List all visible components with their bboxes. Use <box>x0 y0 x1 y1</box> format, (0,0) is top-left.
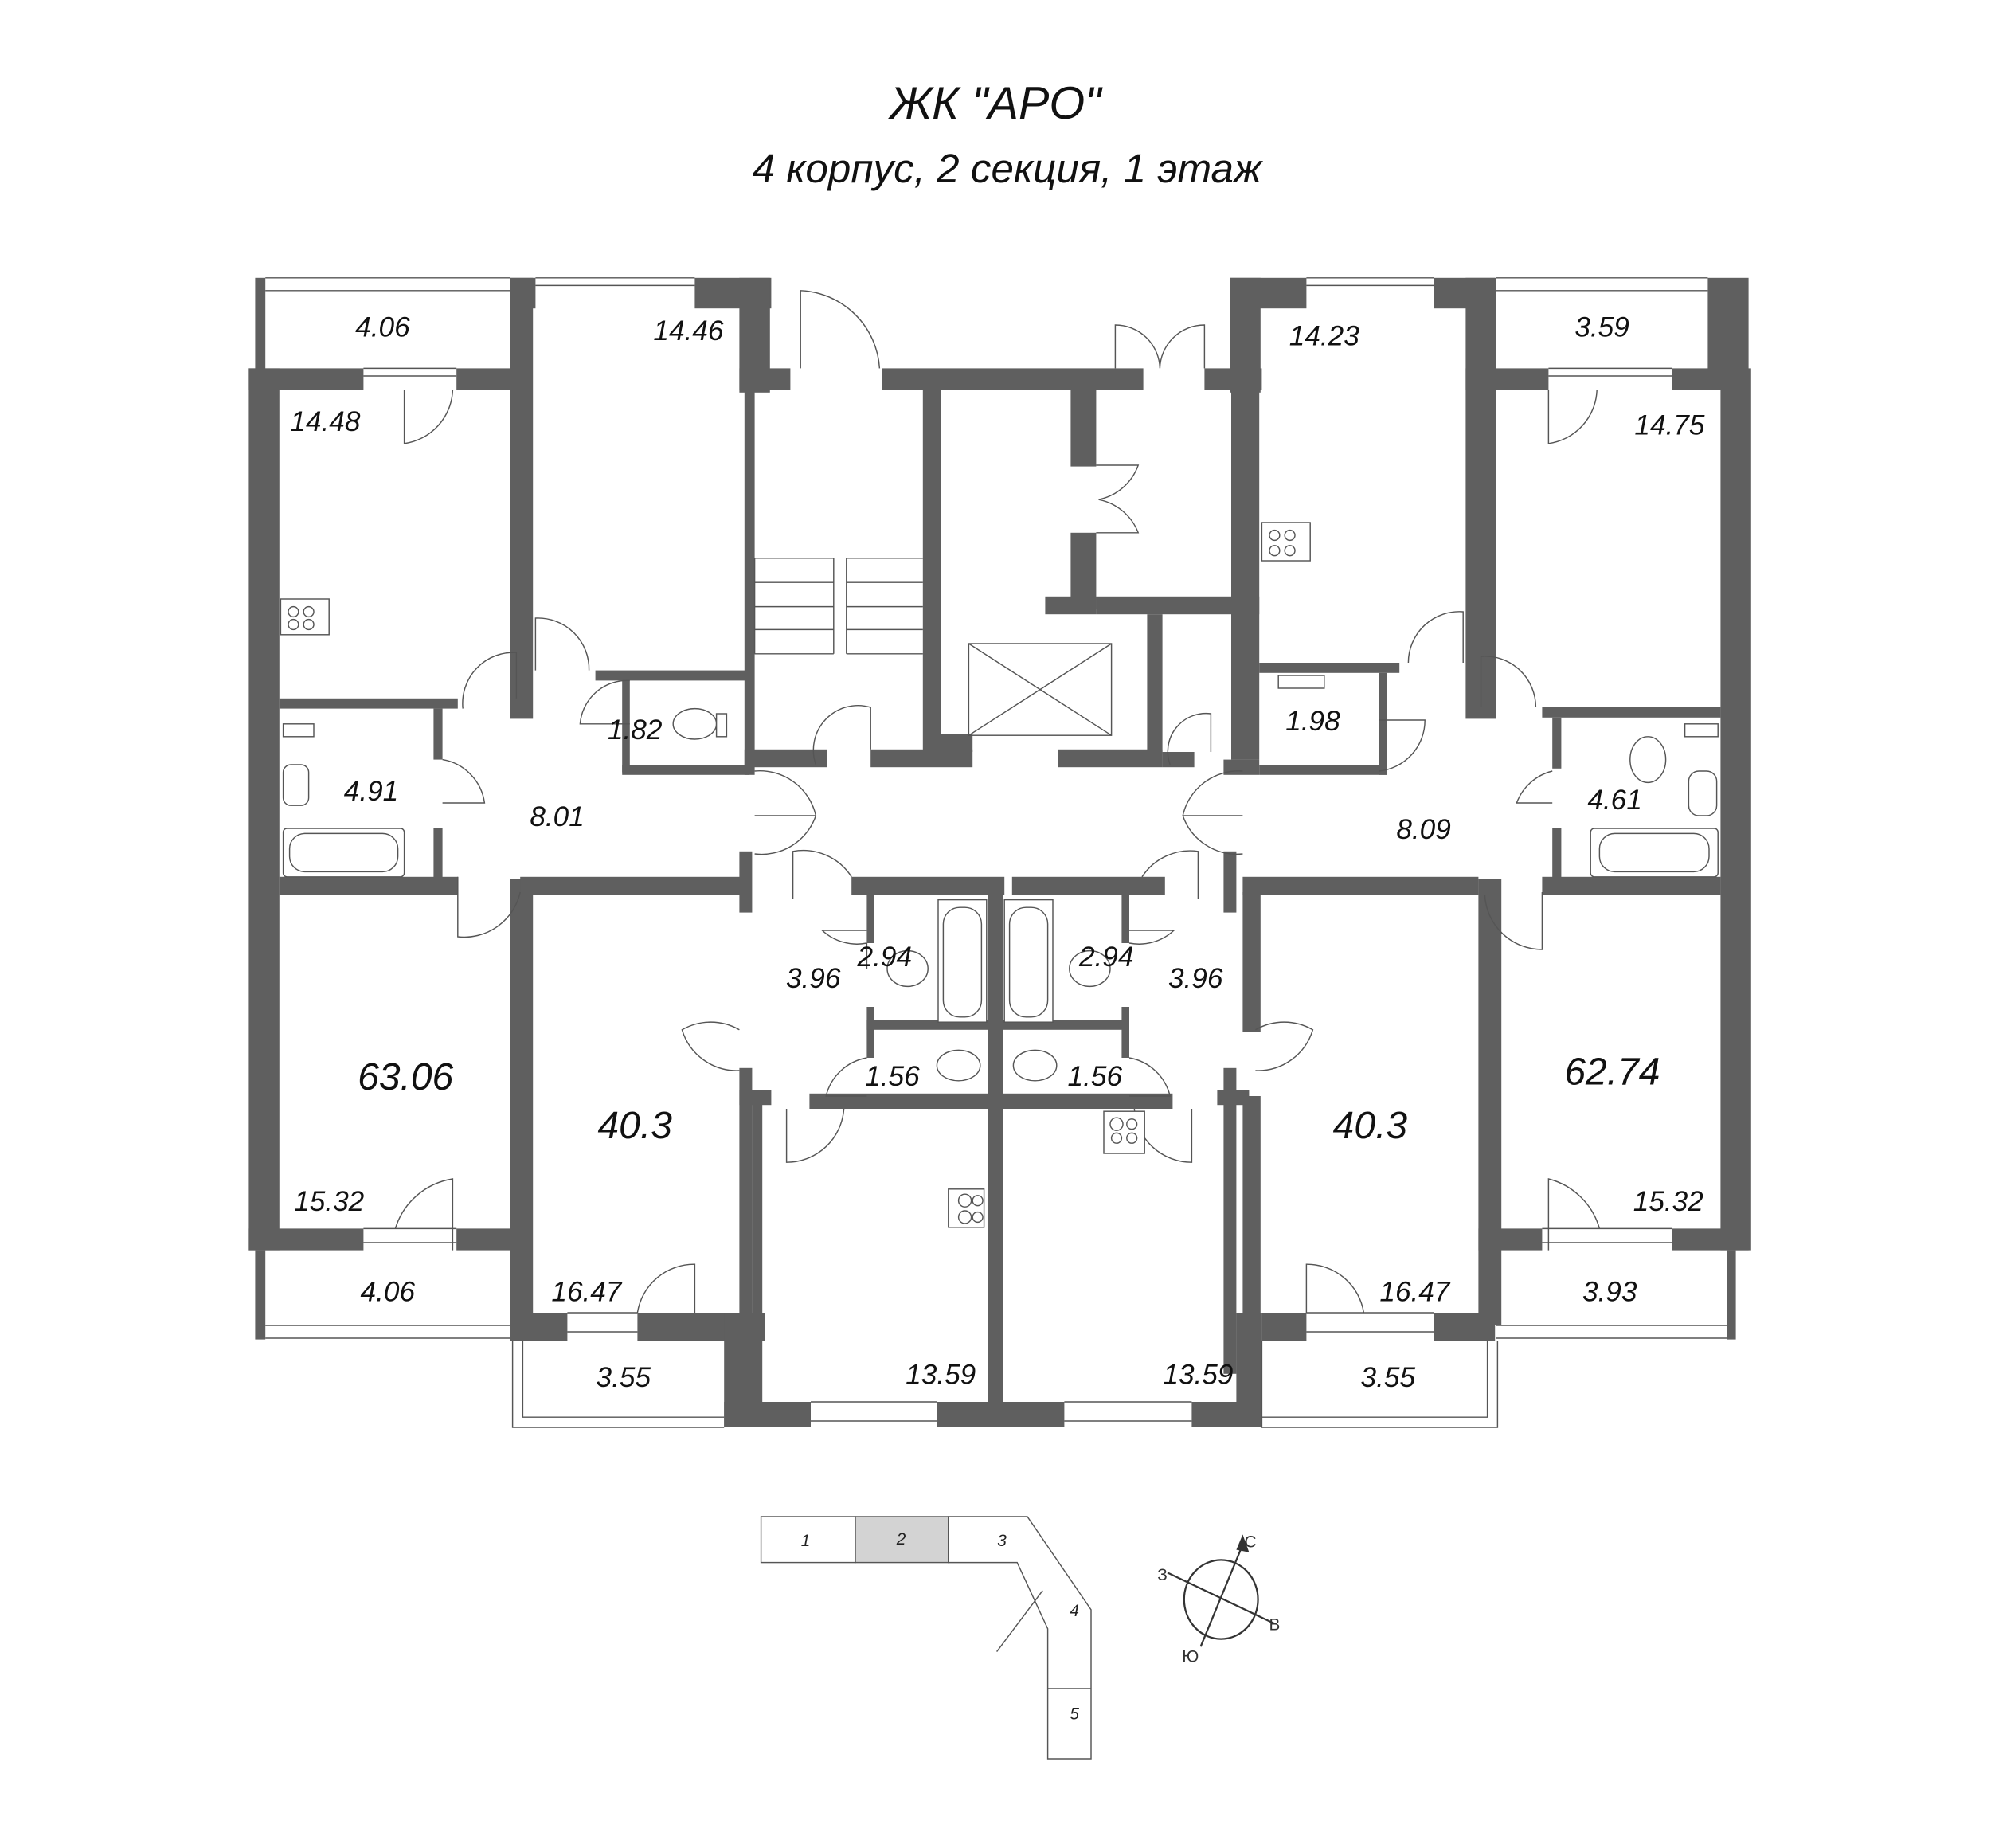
label-right-balcony-bottom: 3.93 <box>1582 1277 1637 1308</box>
label-left-balcony-top: 4.06 <box>355 311 410 343</box>
label-left-room-top: 14.46 <box>653 315 723 346</box>
label-left-kitchen: 14.48 <box>290 406 360 437</box>
svg-text:2: 2 <box>896 1530 906 1548</box>
compass-north: С <box>1244 1533 1256 1551</box>
label-right-balcony-top: 3.59 <box>1574 311 1629 343</box>
svg-text:3: 3 <box>997 1532 1007 1550</box>
compass-west: З <box>1157 1566 1168 1584</box>
room-labels: 4.06 14.48 4.91 8.01 63.06 15.32 4.06 14… <box>290 311 1704 1392</box>
page-subtitle: 4 корпус, 2 секция, 1 этаж <box>753 146 1264 191</box>
key-plan: 1 2 3 4 5 <box>760 1516 1092 1760</box>
label-right-wc: 1.98 <box>1285 706 1340 737</box>
label-right-total: 62.74 <box>1564 1051 1660 1094</box>
label-left-total: 63.06 <box>358 1056 453 1098</box>
label-cr-kitchen: 13.59 <box>1163 1360 1233 1391</box>
label-right-room: 15.32 <box>1633 1186 1703 1217</box>
label-cl-bath: 2.94 <box>857 942 913 973</box>
label-cl-room: 16.47 <box>551 1277 622 1308</box>
svg-text:1: 1 <box>801 1532 811 1550</box>
label-cr-hall: 3.96 <box>1168 963 1223 994</box>
key-section-1 <box>760 1516 856 1564</box>
label-left-wc: 1.82 <box>608 715 663 746</box>
label-right-hall: 8.09 <box>1396 814 1451 845</box>
label-left-bath: 4.91 <box>344 776 399 807</box>
label-cr-room: 16.47 <box>1379 1277 1450 1308</box>
fixtures <box>280 522 1719 1228</box>
label-left-room: 15.32 <box>294 1186 364 1217</box>
label-right-bath: 4.61 <box>1587 785 1642 816</box>
label-cl-hall: 3.96 <box>786 963 841 994</box>
compass-south: Ю <box>1182 1647 1199 1666</box>
label-cl-kitchen: 13.59 <box>906 1360 976 1391</box>
label-cr-balcony: 3.55 <box>1361 1362 1416 1393</box>
label-cr-bath: 2.94 <box>1078 942 1134 973</box>
label-cl-wc: 1.56 <box>865 1061 920 1092</box>
label-cl-total: 40.3 <box>597 1105 672 1147</box>
compass-east: В <box>1269 1615 1280 1634</box>
svg-text:4: 4 <box>1070 1602 1079 1620</box>
page-title: ЖК "АРО" <box>887 78 1103 129</box>
svg-text:5: 5 <box>1070 1705 1079 1723</box>
label-cr-total: 40.3 <box>1333 1105 1408 1147</box>
label-cl-balcony: 3.55 <box>597 1362 651 1393</box>
label-left-hall: 8.01 <box>530 801 585 832</box>
label-right-room-top: 14.75 <box>1634 410 1704 441</box>
label-cr-wc: 1.56 <box>1068 1061 1123 1092</box>
compass-icon: С В Ю З <box>1157 1533 1280 1666</box>
key-section-3-5 <box>948 1516 1092 1760</box>
label-right-kitchen: 14.23 <box>1289 321 1359 352</box>
walls <box>248 277 1751 1427</box>
label-left-balcony-bottom: 4.06 <box>361 1277 416 1308</box>
key-section-2-highlighted <box>855 1516 949 1564</box>
